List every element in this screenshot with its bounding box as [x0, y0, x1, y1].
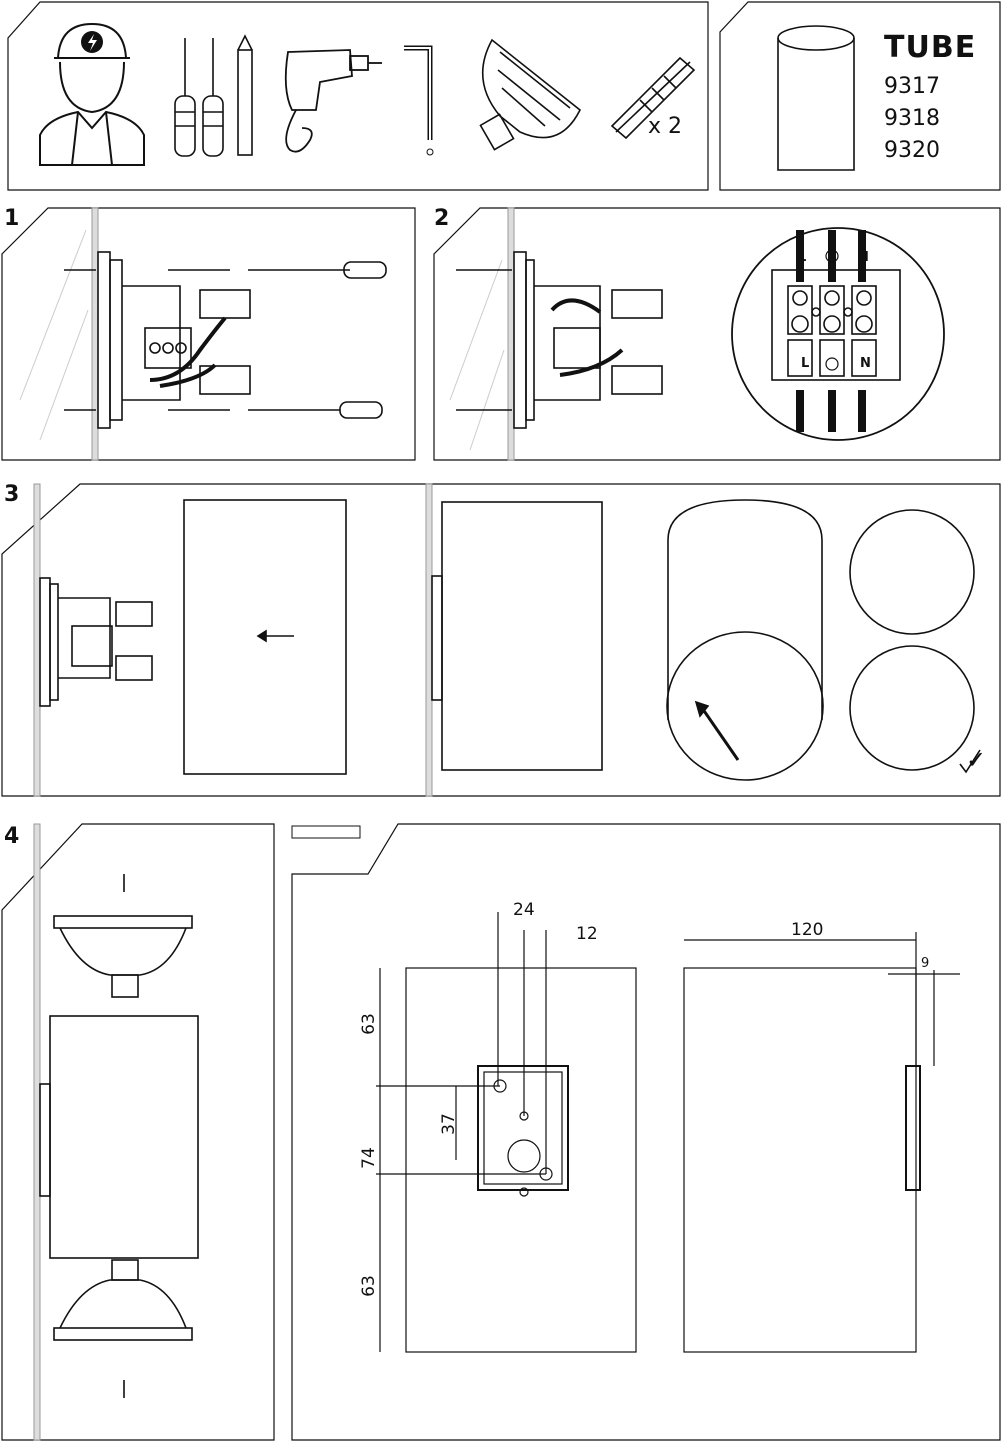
tube-body-side [183, 499, 347, 775]
dim-63-top: 63 [358, 1013, 379, 1035]
product-code-1: 9317 [884, 74, 940, 99]
step-3-panel: 3 ✓ [0, 480, 1005, 802]
step-2-number: 2 [434, 206, 450, 231]
allen-key-icon [404, 45, 433, 140]
step-4-number: 4 [4, 824, 20, 849]
tube-product-icon [777, 25, 855, 171]
assembly-illustration [1, 483, 1001, 797]
tube-body-mounted [441, 501, 603, 771]
dim-74: 74 [358, 1147, 379, 1169]
dim-9: 9 [921, 956, 930, 971]
dim-37: 37 [438, 1113, 459, 1135]
wall-bracket-1 [64, 251, 387, 429]
dimensions-panel: 24 12 120 9 63 37 74 63 [284, 820, 1005, 1442]
step-3-number: 3 [4, 482, 20, 507]
dim-63-bottom: 63 [358, 1275, 379, 1297]
dim-120: 120 [791, 920, 824, 940]
terminal-top-n: N [858, 250, 869, 265]
check-mark: ✓ [966, 746, 987, 774]
screwdriver-icons [174, 34, 253, 157]
step-4-panel: 4 [0, 820, 280, 1442]
tools-panel: x 2 TUBE 9317 9318 9320 [0, 0, 1005, 200]
screw-quantity: x 2 [648, 114, 683, 139]
terminal-top-l: L [798, 250, 807, 265]
product-code-2: 9318 [884, 106, 940, 131]
drill-icon [284, 49, 382, 153]
step-1-number: 1 [4, 206, 20, 231]
terminal-bottom-l: L [801, 356, 810, 371]
product-name: TUBE [884, 30, 977, 65]
dimension-drawing [291, 823, 1001, 1441]
dim-12: 12 [576, 924, 598, 944]
mounting-wiring-illustration [1, 207, 1001, 461]
product-code-3: 9320 [884, 138, 940, 163]
steps-1-2-panel: 1 2 L N L N [0, 200, 1005, 470]
wall-bracket-2 [456, 251, 663, 429]
dim-24: 24 [513, 900, 535, 920]
bulb-icon [479, 38, 582, 151]
bulb-insert-illustration [1, 823, 275, 1441]
terminal-block [771, 230, 901, 432]
tools-illustration [7, 1, 1001, 191]
ruler-icon [291, 825, 361, 839]
terminal-bottom-n: N [860, 356, 871, 371]
wall-plug-icon [610, 56, 696, 140]
